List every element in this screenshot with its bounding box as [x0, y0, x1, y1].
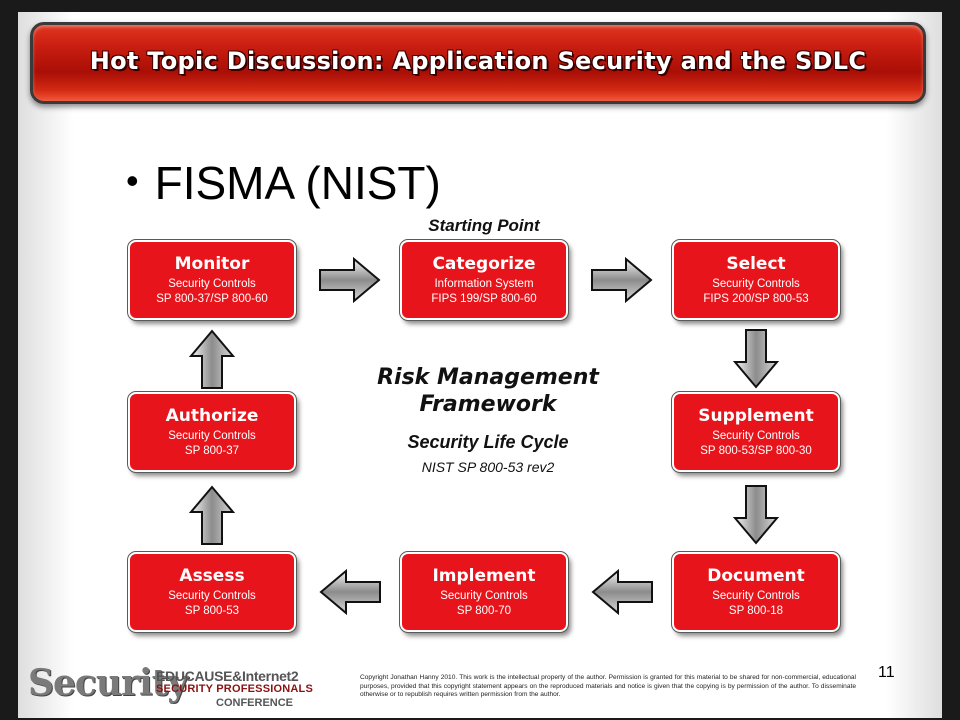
step-select: Select Security Controls FIPS 200/SP 800… [671, 239, 841, 321]
framework-title-line1: Risk Management [377, 365, 599, 390]
framework-subtitle: Security Life Cycle [407, 432, 569, 452]
step-monitor-title: Monitor [174, 254, 250, 274]
step-select-line2: FIPS 200/SP 800-53 [703, 293, 809, 305]
step-supplement: Supplement Security Controls SP 800-53/S… [671, 391, 841, 473]
bullet-dot-icon: • [126, 160, 139, 201]
logo-wordmark: Security [28, 662, 188, 704]
starting-point-label: Starting Point [428, 216, 540, 235]
step-categorize-line1: Information System [434, 278, 534, 290]
step-authorize-title: Authorize [165, 406, 259, 426]
step-document-line2: SP 800-18 [728, 605, 784, 617]
framework-title: Risk Management Framework [348, 364, 628, 418]
conference-logo: Security EDUCAUSE&Internet2 SECURITY PRO… [28, 660, 368, 714]
step-authorize-line2: SP 800-37 [184, 445, 240, 457]
logo-line-2: SECURITY PROFESSIONALS [156, 683, 313, 695]
step-select-line1: Security Controls [712, 278, 800, 290]
page-number: 11 [878, 664, 895, 681]
center-label: Risk Management Framework Security Life … [348, 364, 628, 475]
step-document-line1: Security Controls [712, 590, 800, 602]
arrow-down-icon [732, 329, 780, 389]
step-select-title: Select [726, 254, 786, 274]
step-assess-line1: Security Controls [168, 590, 256, 602]
title-bar: Hot Topic Discussion: Application Securi… [30, 22, 926, 104]
step-document-title: Document [707, 566, 805, 586]
step-implement-line2: SP 800-70 [456, 605, 512, 617]
step-supplement-line1: Security Controls [712, 430, 800, 442]
copyright-notice: Copyright Jonathan Hanny 2010. This work… [360, 674, 856, 698]
bullet-text: FISMA (NIST) [154, 157, 441, 209]
step-monitor-line2: SP 800-37/SP 800-60 [156, 293, 268, 305]
arrow-right-icon [319, 256, 381, 304]
step-authorize: Authorize Security Controls SP 800-37 [127, 391, 297, 473]
bullet-item: • FISMA (NIST) [126, 160, 441, 206]
step-supplement-line2: SP 800-53/SP 800-30 [700, 445, 812, 457]
arrow-left-icon [319, 568, 381, 616]
step-categorize: Categorize Information System FIPS 199/S… [399, 239, 569, 321]
step-assess-title: Assess [179, 566, 245, 586]
arrow-right-icon [591, 256, 653, 304]
step-document: Document Security Controls SP 800-18 [671, 551, 841, 633]
step-implement-line1: Security Controls [440, 590, 528, 602]
step-supplement-title: Supplement [698, 406, 814, 426]
arrow-down-icon [732, 485, 780, 545]
step-categorize-title: Categorize [432, 254, 536, 274]
framework-reference: NIST SP 800-53 rev2 [421, 459, 555, 475]
step-assess-line2: SP 800-53 [184, 605, 240, 617]
arrow-left-icon [591, 568, 653, 616]
slide: Hot Topic Discussion: Application Securi… [18, 12, 942, 718]
logo-line-3: CONFERENCE [216, 697, 294, 709]
step-monitor-line1: Security Controls [168, 278, 256, 290]
step-monitor: Monitor Security Controls SP 800-37/SP 8… [127, 239, 297, 321]
step-authorize-line1: Security Controls [168, 430, 256, 442]
step-implement-title: Implement [432, 566, 536, 586]
arrow-up-icon [188, 329, 236, 389]
slide-title: Hot Topic Discussion: Application Securi… [89, 47, 867, 75]
framework-title-line2: Framework [419, 392, 557, 417]
step-implement: Implement Security Controls SP 800-70 [399, 551, 569, 633]
step-categorize-line2: FIPS 199/SP 800-60 [431, 293, 537, 305]
arrow-up-icon [188, 485, 236, 545]
logo-line-1: EDUCAUSE&Internet2 [156, 668, 299, 684]
step-assess: Assess Security Controls SP 800-53 [127, 551, 297, 633]
